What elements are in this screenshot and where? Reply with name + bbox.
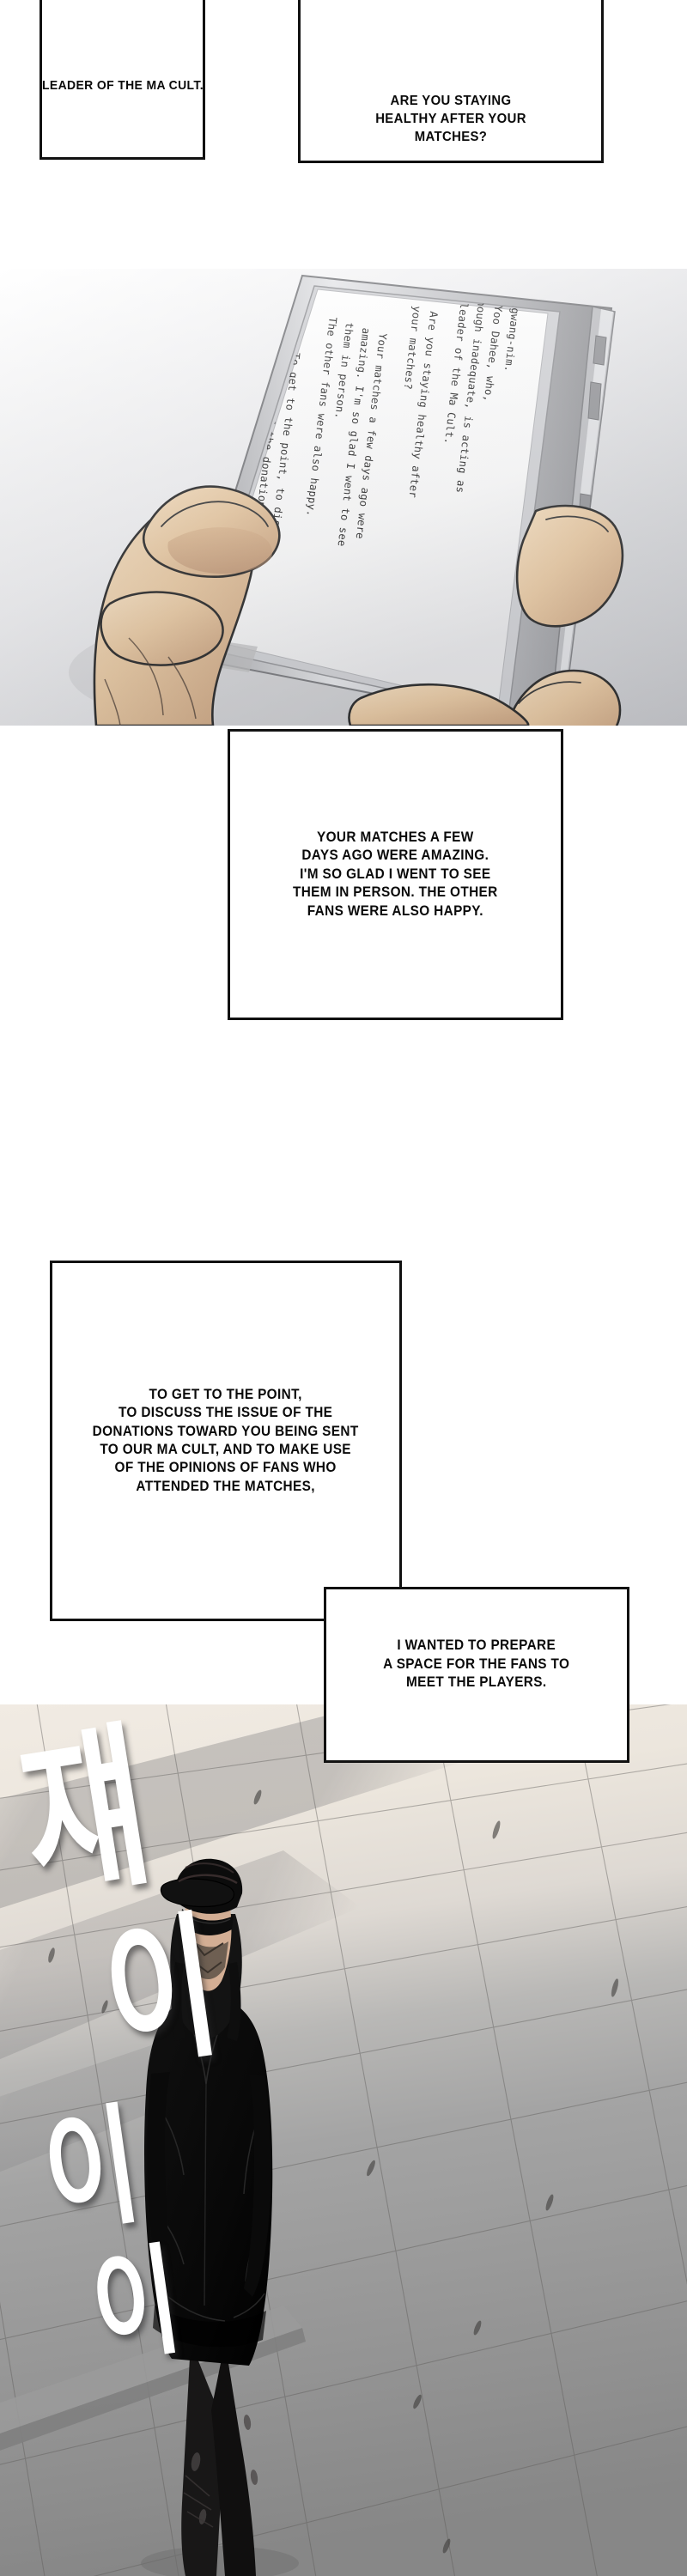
panel-vignette [0, 269, 687, 726]
sfx-glyph-4: 이 [83, 2229, 189, 2380]
hooded-figure [141, 1858, 299, 2576]
speech-bubble-text: TO GET TO THE POINT, TO DISCUSS THE ISSU… [93, 1386, 359, 1494]
hand-holding-phone-panel: ongwang-nim. is Yoo Dahee, who, although… [0, 269, 687, 726]
speech-bubble-text: I WANTED TO PREPARE A SPACE FOR THE FANS… [383, 1637, 570, 1691]
speech-bubble-leader-of-ma-cult: LEADER OF THE MA CULT. [40, 0, 205, 160]
speech-bubble-text: ARE YOU STAYING HEALTHY AFTER YOUR MATCH… [375, 94, 526, 144]
tile-seams [0, 1704, 687, 2576]
hand [93, 485, 624, 726]
speech-bubble-to-get-to-the-point: TO GET TO THE POINT, TO DISCUSS THE ISSU… [50, 1261, 402, 1621]
speech-bubble-your-matches-were-amazing: YOUR MATCHES A FEW DAYS AGO WERE AMAZING… [228, 729, 563, 1020]
speech-bubble-i-wanted-to-prepare: I WANTED TO PREPARE A SPACE FOR THE FANS… [324, 1587, 629, 1763]
sfx-glyph-3: 이 [34, 2089, 149, 2253]
plaza-ground [0, 1704, 687, 2576]
speech-bubble-are-you-staying-healthy: ARE YOU STAYING HEALTHY AFTER YOUR MATCH… [298, 0, 604, 163]
speech-bubble-text: LEADER OF THE MA CULT. [41, 78, 204, 93]
phone-and-hand-illustration: ongwang-nim. is Yoo Dahee, who, although… [0, 269, 687, 726]
sfx-glyph-2: 이 [94, 1894, 229, 2091]
speech-bubble-text: YOUR MATCHES A FEW DAYS AGO WERE AMAZING… [293, 829, 498, 919]
ground-speckles [48, 1789, 619, 2554]
plaza-scene-panel: 쟤 이 이 이 [0, 1704, 687, 2576]
